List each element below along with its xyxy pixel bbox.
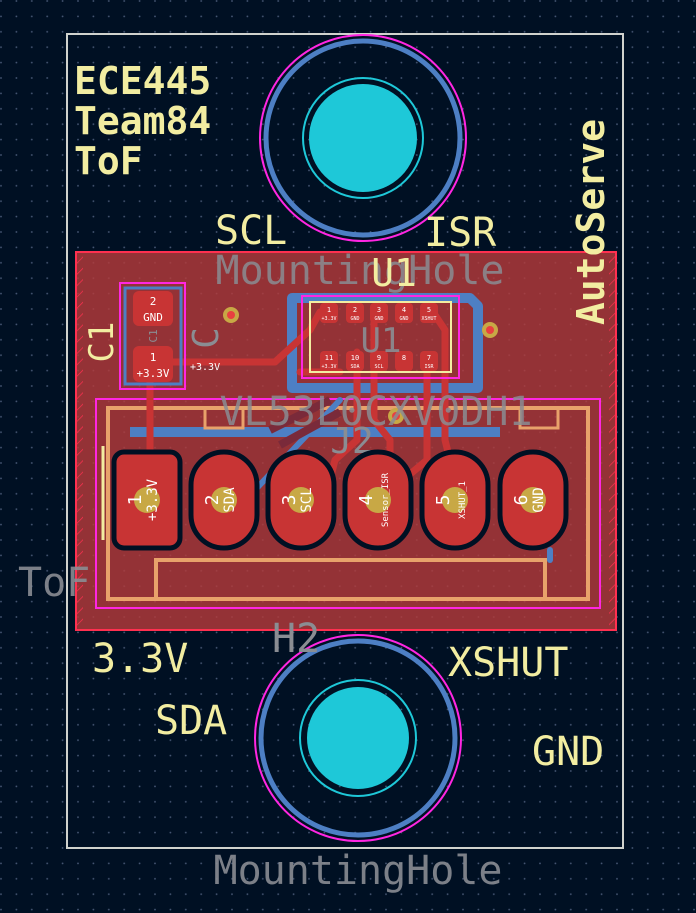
trace-label-v33: +3.3V [190, 362, 220, 373]
c1-pad1-net: +3.3V [136, 367, 169, 380]
connector-pin-number: 5 [433, 495, 454, 506]
sensor-pad[interactable] [395, 351, 413, 371]
connector-pin-number: 2 [202, 495, 223, 506]
sensor-pad[interactable] [346, 351, 364, 371]
sensor-pad-net: SDA [350, 364, 359, 370]
vias [223, 307, 498, 424]
connector-pin-number: 6 [511, 495, 532, 506]
silk-tof-left: ToF [18, 560, 90, 606]
connector-pin-hole [134, 487, 160, 513]
sensor-pad[interactable] [320, 351, 338, 371]
sensor-pad-net: +3.3V [321, 316, 336, 322]
silkscreen-hatch [268, 396, 342, 449]
fab-h2-ref: H2 [272, 616, 320, 662]
sensor-pad-number: 4 [402, 306, 406, 314]
mounting-hole-bottom[interactable] [254, 634, 462, 842]
connector-pin-hole [288, 487, 314, 513]
c1-pad2-net: GND [143, 311, 163, 324]
silk-sda-label: SDA [155, 698, 227, 744]
sensor-pad-net: XSHUT [421, 316, 436, 322]
c1-pad-2[interactable] [133, 291, 173, 326]
sensor-pad-net: +3.3V [321, 364, 336, 370]
connector-pin-net: +3.3V [145, 478, 161, 521]
sensor-pad[interactable] [320, 303, 338, 323]
capacitor-c1[interactable]: 2 GND 1 +3.3V C1 [119, 282, 186, 390]
connector-pin-net: SDA [222, 487, 238, 513]
sensor-pad-net: GND [399, 316, 408, 322]
mounting-hole-top[interactable] [259, 34, 467, 242]
c1-fab-ref: C1 [147, 329, 160, 342]
sensor-pad-number: 9 [377, 354, 381, 362]
fab-u1-value: VL53L0CXV0DH1 [219, 389, 532, 435]
silk-scl-label: SCL [215, 208, 287, 254]
sensor-pad-net: GND [374, 316, 383, 322]
connector-pin-net: Sensor_ISR [381, 472, 391, 527]
silk-c1-ref: C1 [82, 322, 122, 363]
silk-33v-label: 3.3V [92, 636, 188, 682]
sensor-pad[interactable] [420, 351, 438, 371]
fab-c-value: C [186, 327, 227, 349]
connector-pin-number: 1 [125, 495, 146, 506]
connector-pin-net: SCL [299, 487, 315, 512]
silk-xshut-label: XSHUT [448, 640, 568, 686]
connector-pin-net: XSHUT_1 [458, 481, 468, 519]
sensor-pad[interactable] [346, 303, 364, 323]
connector-j2-outline [95, 398, 601, 609]
sensor-pad-number: 3 [377, 306, 381, 314]
board-outline [66, 33, 624, 849]
silk-gnd-label: GND [532, 729, 604, 775]
sensor-pad-number: 5 [427, 306, 431, 314]
back-copper-outline [130, 293, 500, 437]
sensor-pad[interactable] [395, 303, 413, 323]
silk-autoserve: AutoServe [569, 119, 613, 325]
sensor-pad-number: 11 [325, 354, 333, 362]
sensor-pad-number: 10 [351, 354, 359, 362]
sensor-pad[interactable] [420, 303, 438, 323]
fab-u1-inner: U1 [361, 321, 402, 361]
silk-isr-label: ISR [424, 210, 497, 256]
sensor-pad-net: GND [350, 316, 359, 322]
sensor-pad-number: 1 [327, 306, 331, 314]
title-line-2: Team84 [74, 99, 211, 143]
connector-pin-hole [211, 487, 237, 513]
title-line-3: ToF [74, 139, 143, 183]
c1-pad2-num: 2 [150, 295, 157, 308]
sensor-pad-net: ISR [424, 364, 434, 370]
sensor-pad[interactable] [370, 351, 388, 371]
sensor-pad[interactable] [370, 303, 388, 323]
connector-pin-hole [442, 487, 468, 513]
sensor-pad-number: 2 [353, 306, 357, 314]
c1-pad1-num: 1 [150, 351, 157, 364]
connector-pin-hole [520, 487, 546, 513]
connector-pin-number: 4 [356, 495, 377, 506]
sensor-pad-net: SCL [374, 364, 383, 370]
title-line-1: ECE445 [74, 59, 211, 103]
connector-pin-net: GND [531, 487, 547, 512]
connector-pin-hole [365, 487, 391, 513]
c1-pad-1[interactable] [133, 346, 173, 382]
sensor-pad-number: 8 [402, 354, 406, 362]
sensor-pad-number: 7 [427, 354, 431, 362]
silkscreen-title: ECE445 Team84 ToF [74, 59, 211, 183]
connector-pin-number: 3 [279, 495, 300, 506]
fab-mounting-hole-bottom: MountingHole [214, 848, 503, 894]
fab-mounting-hole-top: MountingHole [216, 248, 505, 294]
silk-u1-ref: U1 [371, 251, 417, 295]
